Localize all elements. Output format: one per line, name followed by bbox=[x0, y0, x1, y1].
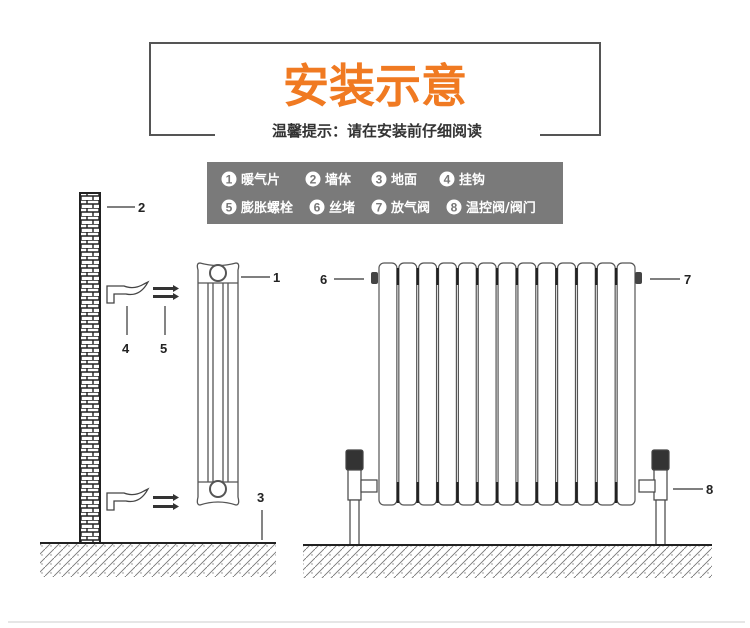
legend-item-1: 1 暖气片 bbox=[221, 171, 280, 188]
column-joint bbox=[416, 268, 419, 285]
thermostatic-valve-left bbox=[345, 449, 378, 546]
thermostatic-valve-right bbox=[638, 449, 670, 546]
callout-3: 3 bbox=[257, 490, 264, 505]
radiator-front-view bbox=[378, 262, 636, 506]
column-joint bbox=[436, 268, 439, 285]
column-joint bbox=[495, 482, 499, 503]
column-joint bbox=[456, 482, 459, 503]
radiator-column bbox=[398, 262, 418, 506]
column-joint bbox=[436, 482, 439, 503]
air-vent-icon bbox=[635, 272, 642, 284]
legend-label: 温控阀/阀门 bbox=[466, 200, 536, 216]
radiator-column bbox=[517, 262, 537, 506]
radiator-column bbox=[378, 262, 398, 506]
radiator-column bbox=[596, 262, 616, 506]
page-title: 安装示意 bbox=[283, 59, 467, 113]
legend-number: 1 bbox=[226, 173, 233, 187]
column-joint bbox=[396, 482, 400, 503]
number-badge bbox=[371, 171, 387, 187]
legend-label: 墙体 bbox=[325, 172, 352, 188]
callout-2: 2 bbox=[138, 200, 145, 215]
radiator-column bbox=[477, 262, 497, 506]
radiator-column bbox=[457, 262, 477, 506]
legend-box bbox=[207, 162, 563, 224]
radiator-column bbox=[437, 262, 457, 506]
plug-icon bbox=[371, 272, 378, 284]
legend-label: 地面 bbox=[391, 172, 417, 188]
column-joint bbox=[416, 482, 419, 503]
callout-1: 1 bbox=[273, 270, 280, 285]
legend-item-6: 6 丝堵 bbox=[309, 199, 355, 216]
legend-number: 2 bbox=[310, 173, 317, 187]
callout-5: 5 bbox=[160, 341, 167, 356]
column-joint bbox=[515, 268, 519, 285]
legend: 1 暖气片 2 墙体 3 地面 4 挂钩 5 膨胀螺栓 6 丝堵 7 放气阀 8 温控阀/阀门 bbox=[221, 171, 536, 216]
floor-right bbox=[303, 545, 712, 578]
legend-number: 5 bbox=[226, 201, 233, 215]
number-badge bbox=[371, 199, 387, 215]
legend-item-7: 7 放气阀 bbox=[371, 199, 430, 216]
column-joint bbox=[614, 268, 618, 285]
radiator-column bbox=[418, 262, 438, 506]
legend-label: 膨胀螺栓 bbox=[240, 200, 293, 216]
brick-wall bbox=[79, 192, 101, 544]
callout-7: 7 bbox=[684, 272, 691, 287]
legend-label: 暖气片 bbox=[241, 172, 280, 188]
number-badge bbox=[305, 171, 321, 187]
legend-number: 8 bbox=[451, 201, 458, 215]
page-subtitle: 温馨提示：请在安装前仔细阅读 bbox=[272, 122, 482, 140]
column-joint bbox=[555, 482, 558, 503]
legend-number: 7 bbox=[376, 201, 383, 215]
column-joint bbox=[495, 268, 499, 285]
radiator-column bbox=[537, 262, 557, 506]
legend-item-8: 8 温控阀/阀门 bbox=[446, 199, 536, 216]
column-joint bbox=[396, 268, 400, 285]
callout-6: 6 bbox=[320, 272, 327, 287]
header-frame bbox=[149, 42, 601, 136]
column-joint bbox=[595, 482, 598, 503]
column-joint bbox=[575, 482, 578, 503]
number-badge bbox=[439, 171, 455, 187]
radiator-column bbox=[557, 262, 577, 506]
column-joint bbox=[595, 268, 598, 285]
wall-hook-icon bbox=[106, 280, 150, 511]
column-joint bbox=[535, 482, 538, 503]
number-badge bbox=[221, 199, 237, 215]
callout-8: 8 bbox=[706, 482, 713, 497]
legend-number: 6 bbox=[314, 201, 321, 215]
number-badge bbox=[446, 199, 462, 215]
column-joint bbox=[555, 268, 558, 285]
legend-item-5: 5 膨胀螺栓 bbox=[221, 199, 293, 216]
legend-number: 3 bbox=[376, 173, 383, 187]
radiator-column bbox=[616, 262, 636, 506]
number-badge bbox=[221, 171, 237, 187]
callout-4: 4 bbox=[122, 341, 130, 356]
radiator-column bbox=[497, 262, 517, 506]
column-joint bbox=[456, 268, 459, 285]
legend-label: 放气阀 bbox=[390, 200, 430, 216]
column-joint bbox=[575, 268, 578, 285]
expansion-bolt-icon bbox=[153, 285, 179, 510]
column-joint bbox=[515, 482, 519, 503]
floor-left bbox=[40, 543, 276, 577]
legend-label: 挂钩 bbox=[459, 172, 485, 188]
legend-item-3: 3 地面 bbox=[371, 171, 417, 188]
legend-number: 4 bbox=[444, 173, 451, 187]
radiator-side-view bbox=[196, 262, 240, 506]
column-joint bbox=[535, 268, 538, 285]
legend-label: 丝堵 bbox=[329, 200, 355, 216]
column-joint bbox=[476, 482, 479, 503]
legend-item-2: 2 墙体 bbox=[305, 171, 352, 188]
column-joint bbox=[614, 482, 618, 503]
number-badge bbox=[309, 199, 325, 215]
legend-item-4: 4 挂钩 bbox=[439, 171, 485, 188]
column-joint bbox=[476, 268, 479, 285]
radiator-column bbox=[576, 262, 596, 506]
